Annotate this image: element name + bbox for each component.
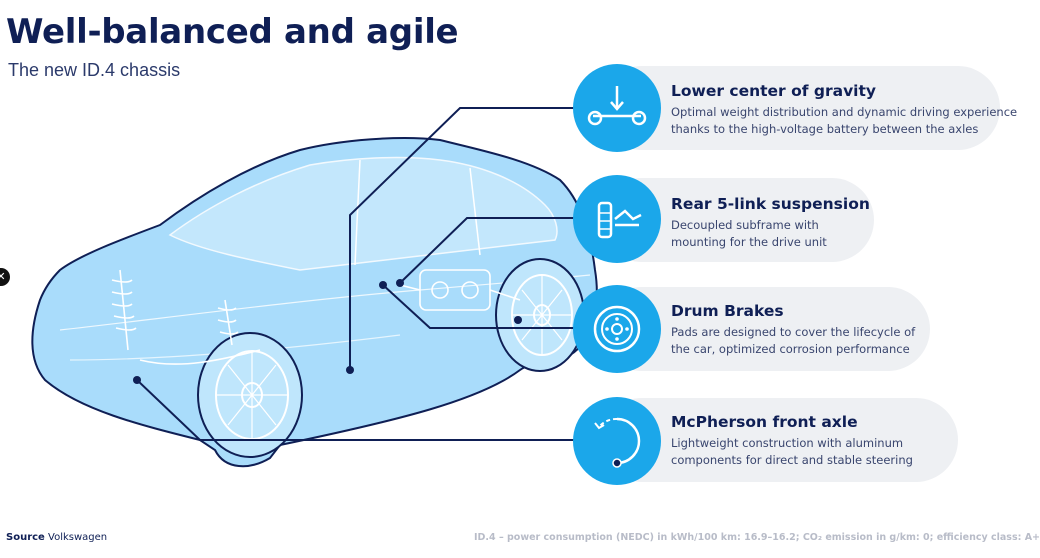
steering-arc-icon [573, 397, 661, 485]
feature-desc-drum-brakes: Pads are designed to cover the lifecycle… [671, 325, 916, 356]
page-title: Well-balanced and agile [6, 12, 459, 52]
callout-line-drum-brakes [382, 284, 578, 329]
front-strut [111, 269, 261, 365]
feature-title-rear-suspension: Rear 5-link suspension [671, 195, 870, 213]
callout-dot-drum-brakes-wheel [514, 316, 522, 324]
feature-desc-gravity: Optimal weight distribution and dynamic … [671, 105, 1018, 136]
wheel-suspension-icon [573, 175, 661, 263]
feature-desc-front-axle: Lightweight construction with aluminum c… [671, 436, 913, 467]
feature-card-gravity [600, 66, 1000, 150]
feature-desc-rear-suspension: Decoupled subframe with mounting for the… [671, 218, 827, 249]
callout-dot-gravity [346, 366, 354, 374]
feature-title-drum-brakes: Drum Brakes [671, 302, 784, 320]
car-windows [168, 156, 558, 271]
front-wheel [197, 332, 303, 458]
callout-line-rear-suspension [399, 217, 578, 284]
callout-dot-drum-brakes [379, 281, 387, 289]
callout-line-gravity [349, 107, 578, 370]
callout-dot-rear-suspension [396, 279, 404, 287]
page-subtitle: The new ID.4 chassis [8, 60, 181, 80]
feature-title-front-axle: McPherson front axle [671, 413, 858, 431]
rear-drive-unit [399, 269, 521, 311]
callout-line-front-axle [136, 379, 578, 441]
callout-lines [136, 107, 578, 441]
edge-close-icon[interactable]: ✕ [0, 268, 10, 286]
source-credit: Source Volkswagen [6, 532, 107, 543]
rear-wheel [495, 258, 585, 372]
feature-title-gravity: Lower center of gravity [671, 82, 877, 100]
efficiency-footnote: ID.4 – power consumption (NEDC) in kWh/1… [474, 532, 1040, 543]
drum-brake-icon [573, 285, 661, 373]
source-label: Source [6, 532, 45, 543]
callout-dots [133, 279, 522, 384]
source-value: Volkswagen [48, 532, 108, 543]
callout-dot-front-axle [133, 376, 141, 384]
weight-arrow-axle-icon [573, 64, 661, 152]
